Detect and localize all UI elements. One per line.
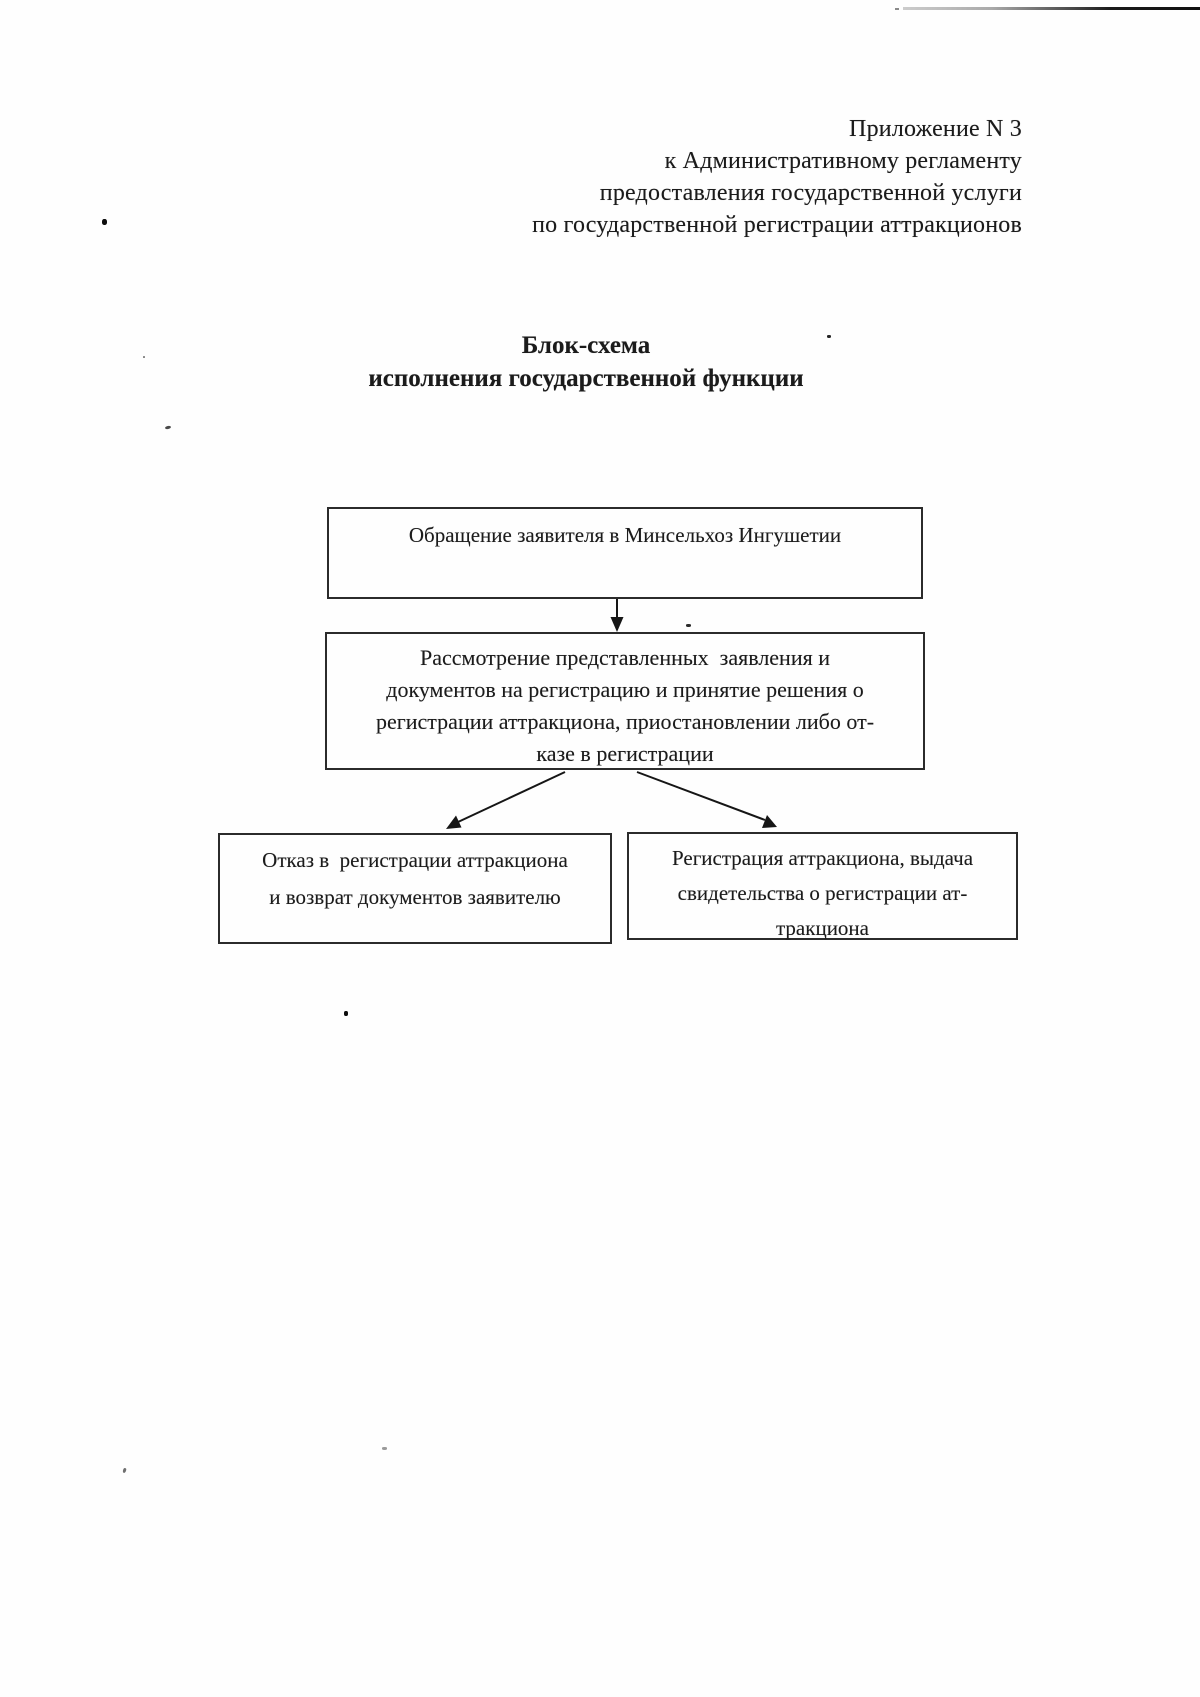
scan-speck [102,219,107,225]
flowchart-box-application: Обращение заявителя в Минсельхоз Ингушет… [327,507,923,599]
connector-application-to-review-arrow-icon [610,599,624,632]
scan-speck [686,624,691,627]
flowchart-box-registration: Регистрация аттракциона, выдача свидетел… [627,832,1018,940]
flowchart-box-review-decision: Рассмотрение представленных заявления и … [325,632,925,770]
flowchart-box-refusal: Отказ в регистрации аттракциона и возвра… [218,833,612,944]
appendix-header: Приложение N 3 к Административному регла… [532,116,1022,238]
page-title: Блок-схема исполнения государственной фу… [368,332,804,392]
scan-speck [344,1011,348,1016]
scan-artifact-line [903,7,1200,10]
scan-speck [143,356,145,358]
connector-review-to-registration-arrow-icon [636,771,777,828]
scan-speck [827,335,831,338]
scan-speck [164,425,172,430]
scan-speck [382,1447,387,1450]
scan-artifact-dot [895,8,899,10]
scan-speck [122,1467,127,1474]
connector-review-to-refusal-arrow-icon [446,771,566,829]
